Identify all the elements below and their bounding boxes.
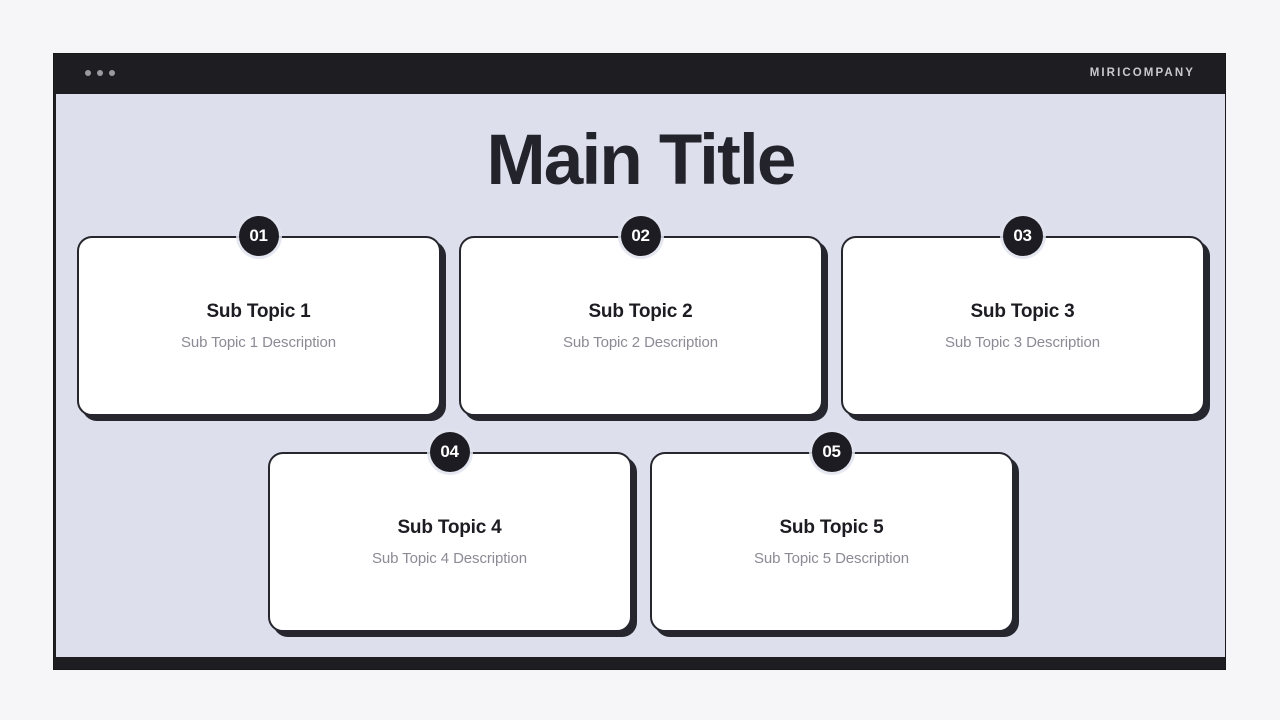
window-dot-2-icon [97,70,103,76]
card-item[interactable]: 01 Sub Topic 1 Sub Topic 1 Description [76,216,441,416]
brand-label: MIRICOMPANY [1089,67,1195,79]
card-description: Sub Topic 2 Description [562,334,718,351]
card-description: Sub Topic 5 Description [753,550,909,567]
window-titlebar: MIRICOMPANY [54,54,1225,92]
card-number-badge: 04 [429,432,470,472]
card-item[interactable]: 02 Sub Topic 2 Sub Topic 2 Description [458,216,823,416]
card-title: Sub Topic 2 [588,301,693,322]
slide-frame: MIRICOMPANY Main Title 01 Sub Topic 1 Su… [53,53,1226,670]
window-dots-icon [85,70,115,76]
card-body[interactable]: Sub Topic 1 Sub Topic 1 Description [76,236,441,416]
card-title: Sub Topic 3 [970,301,1075,322]
card-row-1: 01 Sub Topic 1 Sub Topic 1 Description 0… [56,216,1225,416]
card-body[interactable]: Sub Topic 2 Sub Topic 2 Description [458,236,823,416]
card-item[interactable]: 05 Sub Topic 5 Sub Topic 5 Description [649,432,1014,632]
card-body[interactable]: Sub Topic 4 Sub Topic 4 Description [267,452,632,632]
card-number-badge: 05 [811,432,852,472]
card-description: Sub Topic 4 Description [371,550,527,567]
page-title: Main Title [486,121,796,200]
window-footer-bar [54,657,1225,669]
card-row-2: 04 Sub Topic 4 Sub Topic 4 Description 0… [56,432,1225,632]
window-dot-1-icon [85,70,91,76]
card-item[interactable]: 03 Sub Topic 3 Sub Topic 3 Description [840,216,1205,416]
card-body[interactable]: Sub Topic 3 Sub Topic 3 Description [840,236,1205,416]
card-title: Sub Topic 1 [206,301,311,322]
card-number-badge: 03 [1002,216,1043,256]
card-body[interactable]: Sub Topic 5 Sub Topic 5 Description [649,452,1014,632]
window-dot-3-icon [109,70,115,76]
card-title: Sub Topic 5 [779,517,884,538]
card-description: Sub Topic 3 Description [944,334,1100,351]
card-number-badge: 02 [620,216,661,256]
card-title: Sub Topic 4 [397,517,502,538]
card-description: Sub Topic 1 Description [180,334,336,351]
card-number-badge: 01 [238,216,279,256]
slide-canvas: Main Title 01 Sub Topic 1 Sub Topic 1 De… [56,94,1225,659]
card-item[interactable]: 04 Sub Topic 4 Sub Topic 4 Description [267,432,632,632]
